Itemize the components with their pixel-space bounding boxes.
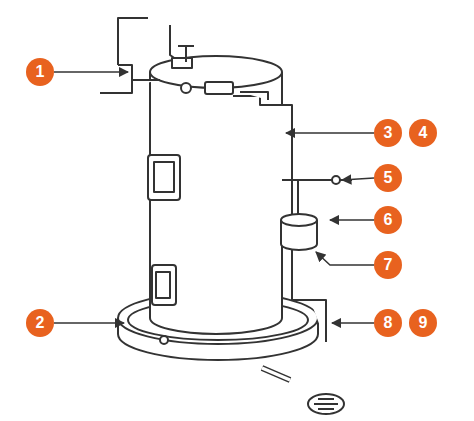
upper-label [154, 162, 174, 192]
relief-valve [205, 82, 233, 94]
heater-drawing [100, 18, 352, 414]
cold-supply-pipe [282, 179, 352, 181]
leader-line [332, 322, 374, 324]
drain-grate [314, 399, 338, 409]
callout-number: 7 [374, 251, 402, 279]
hot-outlet [240, 92, 268, 100]
callout-number: 2 [26, 309, 54, 337]
callout-number: 5 [374, 164, 402, 192]
left-pipe [100, 80, 160, 93]
leader-line [54, 71, 128, 73]
floor-drain [308, 394, 344, 414]
callout-number: 1 [26, 58, 54, 86]
leader-line [316, 252, 374, 265]
anode-fitting [181, 83, 191, 93]
leader-lines [54, 72, 374, 323]
junction-box [172, 58, 192, 68]
callout-number: 4 [409, 119, 437, 147]
leader-line [54, 322, 124, 324]
pan-drain-pipe [262, 368, 290, 380]
lower-label [156, 272, 170, 298]
tank-connector [297, 180, 299, 214]
lower-access-panel [152, 265, 176, 305]
shutoff-valve [332, 176, 340, 184]
leader-line [286, 132, 374, 134]
upper-access-panel [148, 155, 180, 200]
callout-number: 3 [374, 119, 402, 147]
inlet-fitting [178, 46, 194, 62]
leader-line [330, 219, 374, 221]
inlet-pipe [118, 18, 148, 65]
expansion-tank-top [281, 214, 317, 226]
vent-pipe [170, 25, 180, 62]
callout-number: 8 [374, 309, 402, 337]
leader-line [342, 178, 374, 180]
callout-number: 9 [409, 309, 437, 337]
drain-valve [160, 336, 168, 344]
pan-drain-pipe-fill [262, 368, 290, 380]
callout-number: 6 [374, 206, 402, 234]
